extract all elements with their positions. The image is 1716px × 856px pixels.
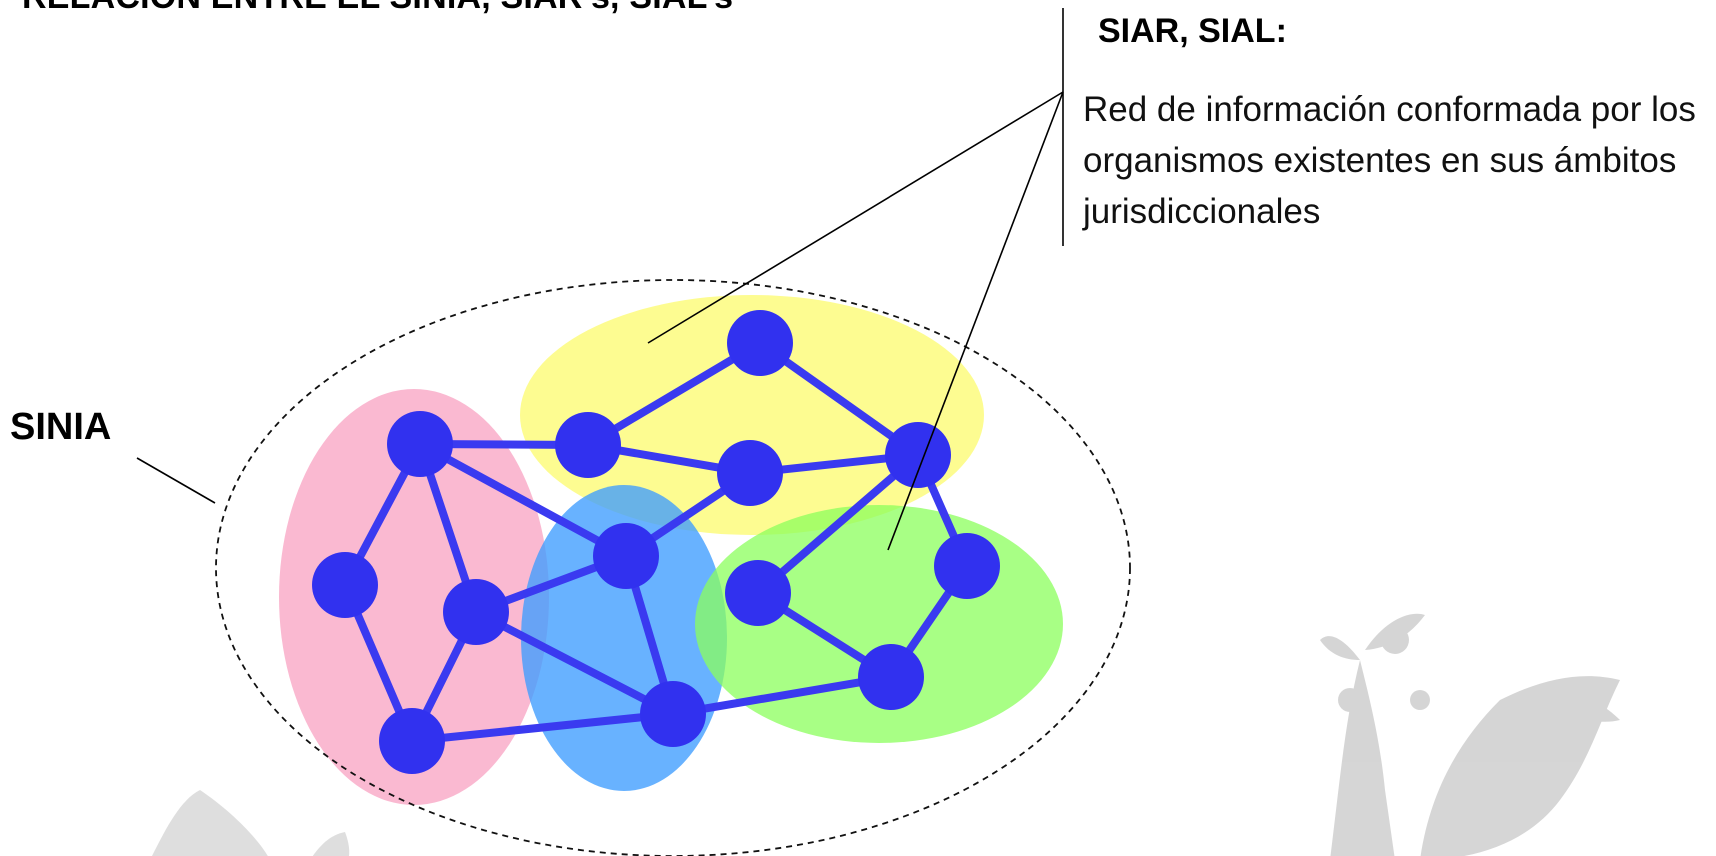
network-edge — [754, 451, 922, 597]
network-node — [379, 708, 445, 774]
network-edge — [408, 710, 677, 745]
network-edge — [416, 440, 630, 560]
network-edge — [472, 608, 677, 718]
yellow-region — [520, 295, 984, 535]
network-node — [725, 560, 791, 626]
slide-title: RELACIÓN ENTRE EL SINIA, SIAR’s, SIAL’s — [22, 0, 733, 17]
pink-region — [279, 389, 549, 805]
sinia-leader-line — [136, 457, 216, 504]
network-node — [593, 523, 659, 589]
network-node — [555, 412, 621, 478]
network-node — [934, 533, 1000, 599]
botanical-watermark-right — [1320, 613, 1620, 856]
botanical-watermark-left — [152, 790, 350, 856]
network-node — [858, 644, 924, 710]
network-node — [312, 552, 378, 618]
network-node — [387, 411, 453, 477]
network-node — [640, 681, 706, 747]
network-node — [885, 422, 951, 488]
sinia-label: SINIA — [10, 406, 112, 448]
callout-pointer-green — [887, 91, 1064, 551]
network-nodes — [312, 310, 1000, 774]
network-node — [443, 579, 509, 645]
callout-description: Red de información conformada por los or… — [1083, 90, 1696, 231]
network-edge — [584, 339, 764, 449]
callout-heading: SIAR, SIAL: — [1098, 12, 1287, 50]
sinia-boundary — [215, 279, 1131, 856]
network-node — [727, 310, 793, 376]
callout-pointer-yellow — [647, 91, 1064, 344]
network-edge — [669, 673, 895, 718]
network-node — [717, 440, 783, 506]
